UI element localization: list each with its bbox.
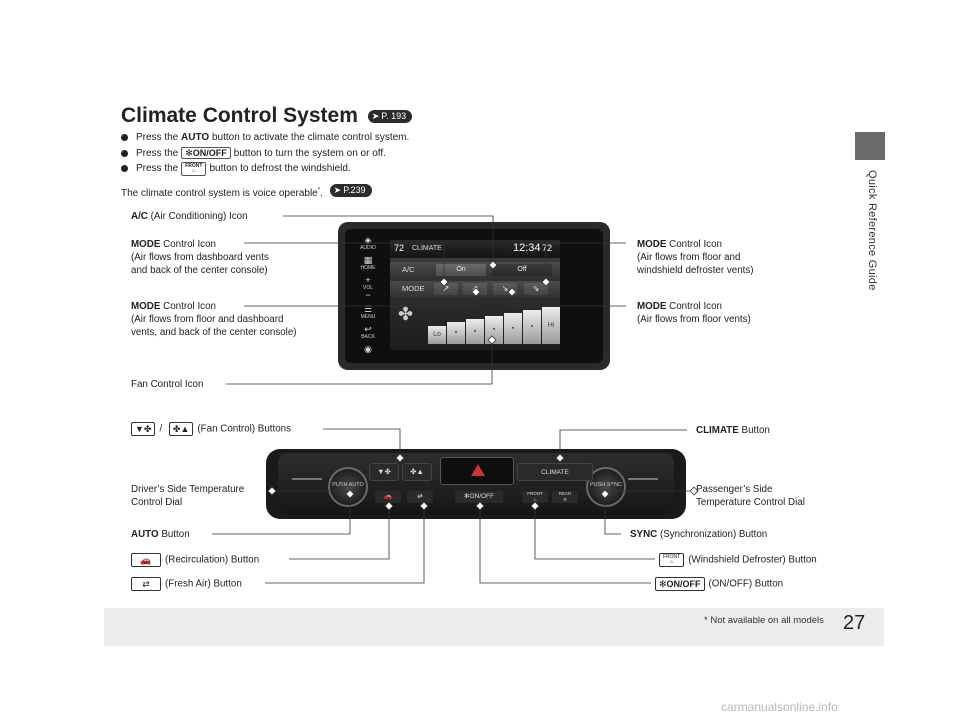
fan-down-button[interactable]: ▼✤: [369, 463, 399, 481]
footnote: * Not available on all models: [704, 615, 824, 626]
onoff-button[interactable]: ✻ON/OFF: [455, 491, 503, 503]
fan-icon: ✤: [398, 304, 414, 324]
temp-left: 72: [394, 243, 405, 253]
mode-floor-dashboard-icon[interactable]: ⇗: [463, 283, 487, 295]
watermark: carmanualsonline.info: [721, 700, 838, 714]
callout-driver-dial: Driver’s Side Temperature Control Dial: [131, 484, 245, 508]
callout-mode-floor-dashboard: MODE Control Icon (Air flows from floor …: [131, 301, 297, 338]
climate-button[interactable]: CLIMATE: [517, 463, 593, 481]
fan-down-icon: ▼✤: [131, 422, 156, 436]
mode-label: MODE: [402, 284, 425, 293]
clock: 12:34: [513, 242, 541, 254]
callout-ac-icon: A/C (Air Conditioning) Icon: [131, 211, 248, 222]
panel-vent-left: [292, 478, 322, 480]
callout-fresh-air: ⇄(Fresh Air) Button: [131, 577, 242, 591]
mode-floor-defrost-icon[interactable]: ⇘: [524, 283, 548, 295]
callout-windshield-defroster: FRONT♨(Windshield Defroster) Button: [659, 553, 817, 567]
display-icon: ◉: [364, 344, 372, 354]
callout-mode-floor-defrost: MODE Control Icon (Air flows from floor …: [637, 239, 754, 276]
fan-level-hi[interactable]: Hi: [542, 307, 560, 344]
fan-level-5[interactable]: ▪: [504, 313, 522, 344]
callout-onoff: ✻ON/OFF(ON/OFF) Button: [655, 577, 783, 591]
panel-vent-right: [628, 478, 658, 480]
page-title: Climate Control System ➤P. 193: [121, 104, 413, 128]
plus-icon: +: [365, 275, 371, 285]
arrow-icon: ➤: [371, 111, 380, 121]
page-title-text: Climate Control System: [121, 104, 358, 127]
instruction-list: Press the AUTO button to activate the cl…: [121, 130, 409, 177]
callout-fan-icon: Fan Control Icon: [131, 379, 204, 390]
rear-defrost-button[interactable]: REAR≋: [552, 491, 578, 503]
ac-label: A/C: [402, 265, 415, 274]
list-item: Press the AUTO button to activate the cl…: [121, 130, 409, 146]
volume-control[interactable]: +VOL−: [349, 276, 387, 300]
audio-button[interactable]: ◈AUDIO: [349, 235, 387, 252]
recirculation-icon: 🚗: [131, 553, 161, 567]
fan-up-button[interactable]: ✤▲: [402, 463, 432, 481]
screen-side-buttons: ◈AUDIO ▦HOME +VOL− ☰MENU ↩BACK ◉: [349, 236, 387, 356]
footer-band: [104, 608, 884, 646]
mode-dashboard-icon[interactable]: ↗: [434, 283, 458, 295]
home-grid-icon: ▦: [363, 255, 373, 265]
menu-icon: ☰: [363, 304, 373, 314]
menu-button[interactable]: ☰MENU: [349, 304, 387, 321]
voice-ref-link[interactable]: ➤P.239: [329, 184, 372, 197]
climate-title: CLIMATE: [412, 245, 442, 252]
callout-mode-floor: MODE Control Icon (Air flows from floor …: [637, 301, 751, 325]
fresh-air-button[interactable]: ⇄: [407, 491, 433, 503]
page-number: 27: [843, 612, 866, 634]
bullet-icon: [121, 134, 128, 142]
list-item: Press the ✻ON/OFF button to turn the sys…: [121, 146, 409, 162]
display-button[interactable]: ◉: [349, 345, 387, 354]
arrow-icon: ➤: [333, 185, 342, 195]
back-icon: ↩: [364, 324, 372, 334]
hazard-icon: [471, 464, 485, 476]
fan-level-2[interactable]: ▪: [447, 322, 465, 344]
callout-sync-button: SYNC (Synchronization) Button: [630, 529, 768, 540]
callout-recirculation: 🚗(Recirculation) Button: [131, 553, 259, 567]
ac-off-button[interactable]: Off: [492, 264, 552, 276]
bullet-icon: [121, 149, 128, 157]
callout-auto-button: AUTO Button: [131, 529, 190, 540]
callout-fan-buttons: ▼✤/ ✤▲(Fan Control) Buttons: [131, 422, 291, 436]
fan-level-3[interactable]: ▪: [466, 319, 484, 344]
fan-level-6[interactable]: ▪: [523, 310, 541, 344]
front-defrost-button[interactable]: FRONT♨: [522, 491, 548, 503]
onoff-icon: ✻ON/OFF: [655, 577, 705, 591]
home-button[interactable]: ▦HOME: [349, 255, 387, 272]
temp-right: 72: [542, 243, 553, 253]
minus-icon: −: [365, 290, 371, 300]
auto-key: AUTO: [181, 132, 210, 143]
hazard-button[interactable]: [440, 457, 514, 485]
recirculation-button[interactable]: 🚗: [375, 491, 401, 503]
fan-up-icon: ✤▲: [168, 422, 194, 436]
section-label: Quick Reference Guide: [866, 170, 878, 291]
fan-level-lo[interactable]: Lo: [428, 326, 446, 344]
ac-on-button[interactable]: On: [436, 264, 486, 276]
mode-row: MODE ↗ ⇗ ↘ ⇘: [390, 281, 560, 297]
fresh-air-icon: ⇄: [131, 577, 161, 591]
back-button[interactable]: ↩BACK: [349, 324, 387, 341]
fan-level-4[interactable]: ▪: [485, 316, 503, 344]
windshield-defroster-icon: FRONT♨: [659, 553, 685, 567]
audio-icon: ◈: [364, 235, 372, 245]
callout-climate-button: CLIMATE Button: [696, 425, 770, 436]
climate-display: 72 CLIMATE 12:34 72 A/C On Off MODE ↗ ⇗ …: [390, 240, 560, 350]
onoff-key-icon: ✻ON/OFF: [181, 147, 231, 160]
front-defrost-key-icon: FRONT♨: [181, 161, 207, 176]
driver-temp-dial[interactable]: PUSH AUTO: [328, 467, 368, 507]
callout-passenger-dial: Passenger’s Side Temperature Control Dia…: [696, 484, 805, 508]
bullet-icon: [121, 165, 128, 173]
page-ref-link[interactable]: ➤P. 193: [367, 110, 413, 123]
ac-row: A/C On Off: [390, 262, 560, 278]
mode-floor-icon[interactable]: ↘: [493, 283, 517, 295]
callout-mode-dashboard: MODE Control Icon (Air flows from dashbo…: [131, 239, 269, 276]
list-item: Press the FRONT♨ button to defrost the w…: [121, 161, 409, 177]
section-tab: [855, 132, 885, 160]
voice-note: The climate control system is voice oper…: [121, 184, 372, 199]
